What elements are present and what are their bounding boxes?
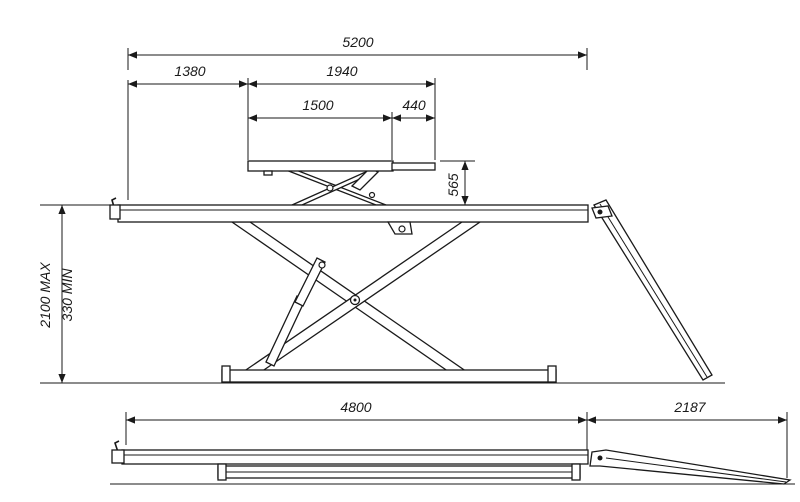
dimension-front-offset: 1380 bbox=[127, 63, 248, 200]
dim-label-height-max: 2100 MAX bbox=[37, 262, 53, 329]
dim-label-4800: 4800 bbox=[340, 399, 371, 415]
dim-label-1380: 1380 bbox=[174, 63, 205, 79]
pad-scissor bbox=[285, 167, 387, 206]
dim-label-440: 440 bbox=[402, 97, 426, 113]
dimension-pad-length: 1500 440 bbox=[248, 97, 435, 160]
dimension-pad-lift: 565 bbox=[440, 160, 475, 205]
lifting-pad bbox=[247, 160, 436, 176]
dim-label-1940: 1940 bbox=[326, 63, 357, 79]
scissor-arms bbox=[229, 221, 483, 375]
ramp-raised bbox=[591, 199, 713, 381]
lowered-lift bbox=[110, 440, 795, 485]
platform-lowered bbox=[121, 449, 589, 465]
dim-label-565: 565 bbox=[445, 173, 461, 197]
dimension-pad-span: 1940 bbox=[247, 63, 436, 160]
platform-raised bbox=[109, 197, 589, 235]
dimension-overall-length: 5200 bbox=[127, 34, 588, 70]
ramp-lowered bbox=[589, 449, 792, 485]
dim-label-2187: 2187 bbox=[673, 399, 706, 415]
dimension-ramp-length: 2187 bbox=[587, 399, 788, 478]
dimension-platform-lowered: 4800 bbox=[125, 399, 588, 452]
dim-label-height-min: 330 MIN bbox=[59, 268, 75, 322]
raised-lift bbox=[40, 160, 725, 384]
dim-label-1500: 1500 bbox=[302, 97, 333, 113]
dim-label-5200: 5200 bbox=[342, 34, 373, 50]
dimension-height: 2100 MAX 330 MIN bbox=[37, 204, 122, 384]
base-frame bbox=[221, 365, 557, 383]
